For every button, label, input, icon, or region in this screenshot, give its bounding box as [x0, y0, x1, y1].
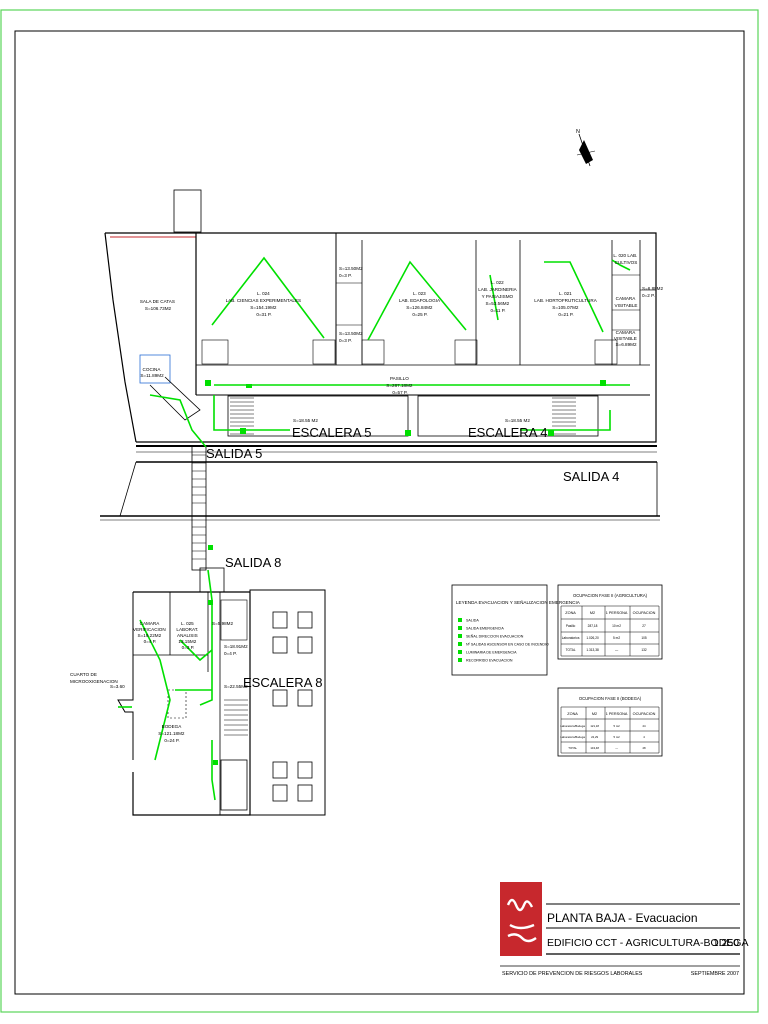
room-micro-area: S=3.60: [110, 684, 125, 689]
connecting-stairs: [191, 445, 207, 571]
occupancy-table-bodega: OCUPACION FASE II (BODEGA) ZONA M2 1 PER…: [557, 687, 663, 757]
title-block: PLANTA BAJA - Evacuacion EDIFICIO CCT - …: [500, 882, 748, 977]
table1-row-1: Laboratorios 1.026,20 5 m2 105: [562, 636, 647, 640]
logo-mark-icon: [506, 898, 537, 943]
room-l025: L. 025 LABORAT. ANALISIS 13.15M2 0=3 P.: [176, 621, 199, 650]
north-label: N: [576, 129, 580, 135]
label-salida-5: SALIDA 5: [206, 446, 262, 461]
legend-swatch-4: [458, 650, 462, 654]
occupancy-table-agricultura: OCUPACION FASE II (AGRICULTURA) ZONA M2 …: [557, 584, 663, 660]
label-escalera-8: ESCALERA 8: [243, 675, 323, 690]
room-camara-visitable-2: CAMARA VISITABLE S=6.89M2: [614, 330, 638, 347]
label-salida-4: SALIDA 4: [563, 469, 619, 484]
room-small-d: S=5.98M2: [212, 621, 234, 626]
north-arrow-icon: N: [576, 129, 596, 167]
legend-title: LEYENDA EVACUACION Y SEÑALIZACION EMERGE…: [456, 599, 581, 605]
outer-frame: [0, 9, 759, 1013]
table1-row-0: Pasillo 287,18 10 m2 27: [566, 624, 646, 628]
room-stair4-area: S=18.55 M2: [505, 418, 530, 423]
room-l024: L. 024 LAB. CIENCIAS EXPERIMENTALES S=15…: [226, 291, 303, 317]
inner-frame: [14, 30, 745, 995]
room-small-e: S=18.91M2 0=4 P.: [224, 644, 249, 656]
room-camara-visitable: CAMARA VISITABLE: [615, 296, 638, 308]
legend: LEYENDA EVACUACION Y SEÑALIZACION EMERGE…: [451, 584, 581, 676]
legend-swatch-3: [458, 642, 462, 646]
room-bodega: BODEGA S=121.18M2 0=24 P.: [158, 724, 185, 743]
table2-row-1: Laboratorio/Bodega 22,29 5 m2 4: [560, 735, 645, 739]
university-logo: [500, 882, 542, 956]
bodega-building: [117, 567, 326, 816]
label-escalera-5: ESCALERA 5: [292, 425, 372, 440]
drawing-title: PLANTA BAJA - Evacuacion: [547, 911, 698, 925]
room-pasillo: PASILLO S=287.18M2 0=57 P.: [386, 376, 413, 395]
drawing-date: SEPTIEMBRE 2007: [691, 971, 739, 977]
room-cuarto-micro: CUARTO DE MICROOXIGENACION: [70, 672, 118, 684]
legend-items: SALIDA SALIDA EMERGENCIA SEÑAL DIRECCION…: [466, 619, 550, 663]
room-l021: L. 021 LAB. HORTOFRUTICULTURA S=105.07M2…: [534, 291, 598, 317]
exit-labels: ESCALERA 5 ESCALERA 4 ESCALERA 8 SALIDA …: [206, 425, 619, 690]
table2-row-2: TOTAL 143,48 — 28: [568, 746, 646, 750]
table2-row-0: Laboratorio/Bodega 121,18 5 m2 24: [560, 724, 646, 728]
room-l022: L. 022 LAB. JARDINERIA Y PAISAJISMO S=53…: [478, 280, 518, 313]
room-sala-catas: SALA DE CATAS S=106.73M2: [140, 299, 176, 311]
table1-title: OCUPACION FASE II (AGRICULTURA): [573, 593, 648, 598]
label-salida-8: SALIDA 8: [225, 555, 281, 570]
table2-title: OCUPACION FASE II (BODEGA): [579, 696, 642, 701]
room-l023: L. 023 LAB. EDAFOLOGIA S=126.84M2 0=25 P…: [399, 291, 441, 317]
legend-swatch-2: [458, 634, 462, 638]
room-camara-verificacion: CAMARA VERIFICACION S=19.22M2 0=4 P.: [133, 621, 167, 644]
room-small-b: S=13.50M2 0=3 P.: [339, 331, 364, 343]
room-small-c: S=6.88M2 0=2 P.: [642, 286, 664, 298]
legend-swatch-5: [458, 658, 462, 662]
table2-headers: ZONA M2 1 PERSONA OCUPACION: [567, 712, 655, 716]
legend-swatch-1: [458, 626, 462, 630]
room-l020: L. 020 LAB. CULTIVOS: [613, 253, 638, 265]
legend-swatch-0: [458, 618, 462, 622]
table1-headers: ZONA M2 1 PERSONA OCUPACION: [565, 611, 655, 615]
room-stair5-area: S=18.55 M2: [293, 418, 318, 423]
room-cocina: COCINA S=11.89M2: [140, 367, 164, 378]
room-small-f: S=22.55M2: [224, 684, 248, 689]
service-name: SERVICIO DE PREVENCION DE RIESGOS LABORA…: [502, 971, 643, 977]
table1-row-2: TOTAL 1.313,38 — 132: [566, 648, 647, 652]
exterior-walkway: [100, 445, 660, 521]
evacuation-routes: [118, 256, 631, 801]
label-escalera-4: ESCALERA 4: [468, 425, 548, 440]
drawing-scale: 1:250: [713, 937, 739, 949]
main-building: [104, 189, 657, 443]
room-labels: SALA DE CATAS S=106.73M2 L. 024 LAB. CIE…: [70, 253, 664, 743]
building-name: EDIFICIO CCT - AGRICULTURA-BODEGA: [547, 937, 748, 949]
room-small-a: S=13.50M2 0=3 P.: [339, 266, 364, 278]
